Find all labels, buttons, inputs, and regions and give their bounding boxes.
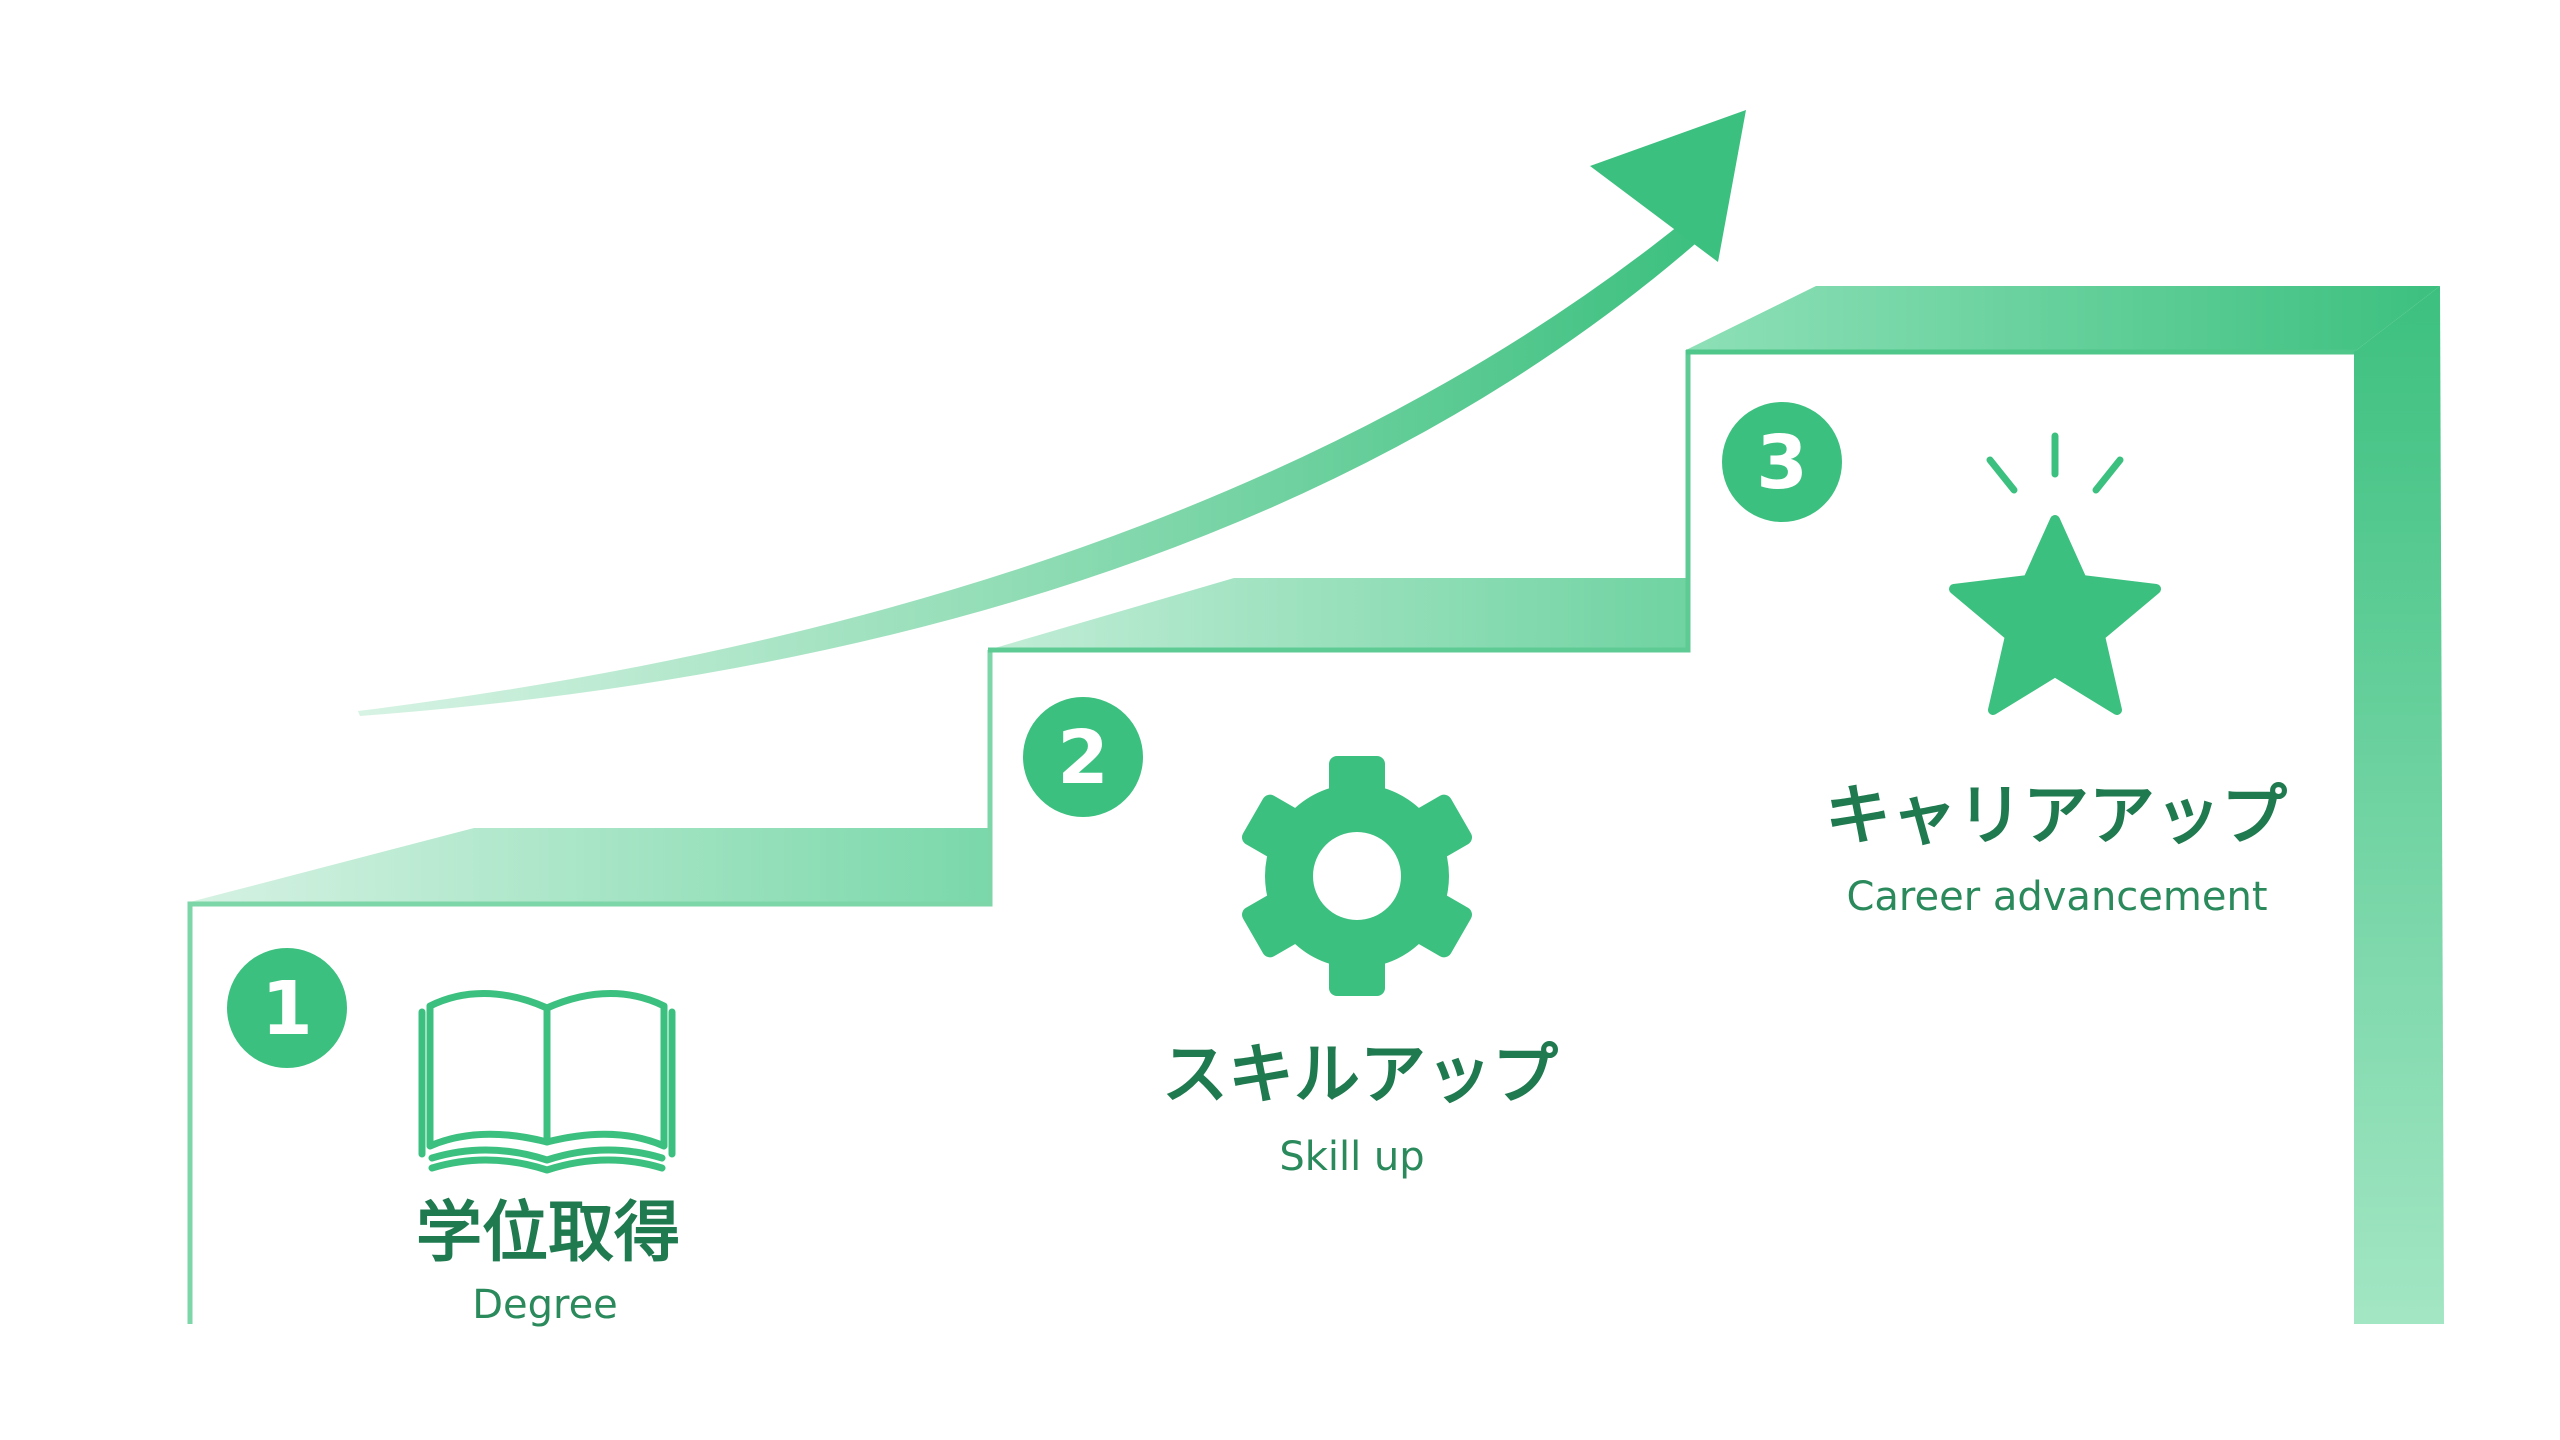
step-subtitle: Skill up [1279, 1134, 1424, 1180]
step-1-top-surface [190, 828, 988, 905]
step-2-outline [988, 350, 1691, 653]
step-title: スキルアップ [1162, 1036, 1558, 1113]
step-3-top-surface [1686, 286, 2440, 352]
staircase [187, 286, 2444, 1324]
sparkling-star-icon [1949, 432, 2161, 715]
step-number: 3 [1756, 420, 1808, 506]
step-title: 学位取得 [416, 1194, 680, 1271]
step-number: 1 [261, 966, 313, 1052]
growth-arrow [358, 110, 1746, 716]
step-2-top-surface [988, 578, 1688, 652]
open-book-icon [418, 990, 676, 1174]
step-number-badge [1023, 697, 1143, 817]
growth-arrow-head [1590, 110, 1746, 262]
step-subtitle: Career advancement [1846, 874, 2267, 920]
step-number: 2 [1057, 715, 1109, 801]
staircase-right-pillar [2354, 286, 2444, 1324]
gear-icon [1242, 756, 1472, 996]
step-3: 3 キャリアアップ Career advancement [1722, 402, 2287, 920]
step-number-badge [1722, 402, 1842, 522]
step-1-outline [187, 650, 993, 1324]
step-2: 2 スキルアップ Skill up [1023, 697, 1558, 1180]
step-1: 1 学位取得 Degree [227, 948, 680, 1328]
step-subtitle: Degree [472, 1282, 618, 1328]
step-title: キャリアアップ [1825, 777, 2287, 854]
step-number-badge [227, 948, 347, 1068]
